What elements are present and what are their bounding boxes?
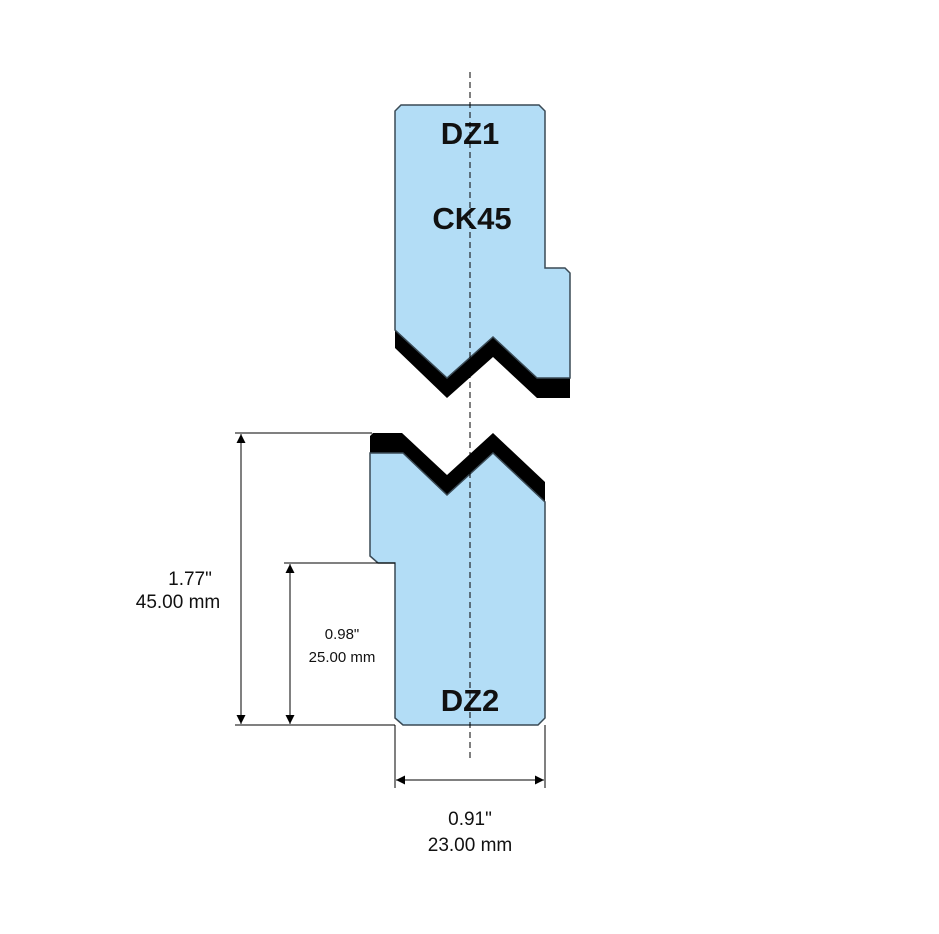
lower-die-tip-coating (370, 433, 545, 502)
width-mm: 23.00 mm (428, 835, 512, 856)
total-height-inch: 1.77" (168, 569, 212, 590)
upper-die-material: CK45 (432, 201, 511, 236)
total-height-dimension (235, 432, 395, 726)
total-height-mm: 45.00 mm (136, 592, 220, 613)
lower-die: DZ2 (369, 433, 546, 726)
shoulder-height-dimension (284, 562, 395, 724)
upper-die-tip-coating (395, 330, 570, 398)
shoulder-height-mm: 25.00 mm (309, 649, 376, 666)
shoulder-height-inch: 0.98" (325, 626, 360, 643)
width-dimension (394, 725, 546, 788)
upper-die: DZ1 CK45 (394, 104, 571, 398)
width-inch: 0.91" (448, 809, 492, 830)
upper-die-body (394, 104, 571, 380)
